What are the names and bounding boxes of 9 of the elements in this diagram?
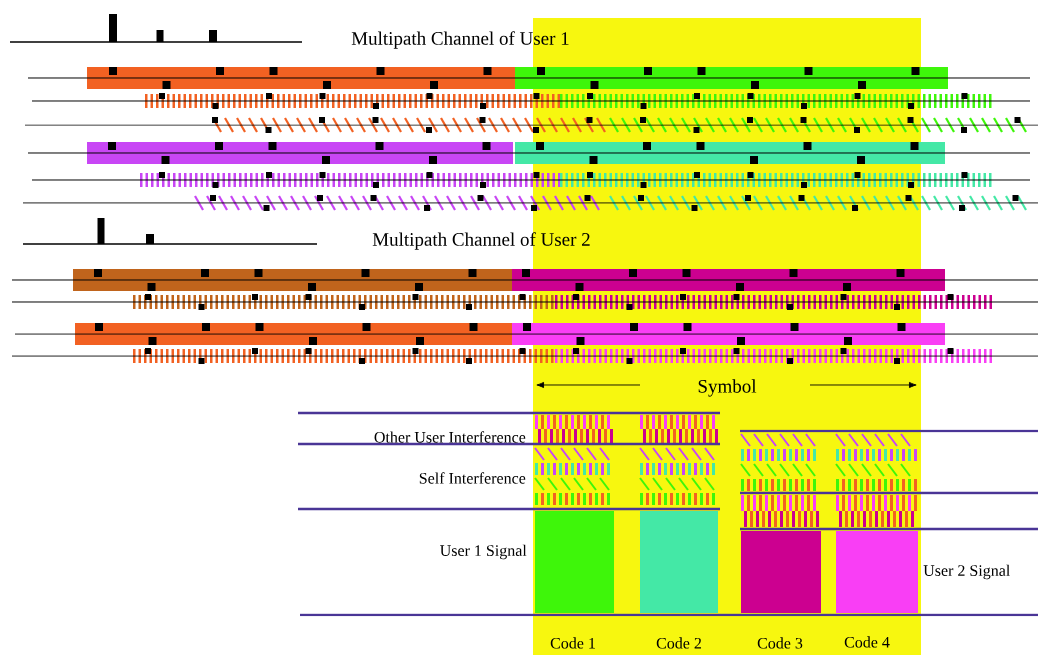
dimension-label: Symbol <box>698 379 757 397</box>
code-label: Code 3 <box>757 637 803 649</box>
row-label: User 2 Signal <box>923 564 1010 580</box>
row-label: Self Interference <box>419 472 526 484</box>
code-label: Code 4 <box>844 636 890 648</box>
row-label: Other User Interference <box>374 431 526 443</box>
row-label: User 1 Signal <box>440 544 527 560</box>
code-label: Code 1 <box>550 637 595 649</box>
code-label: Code 2 <box>656 637 701 649</box>
